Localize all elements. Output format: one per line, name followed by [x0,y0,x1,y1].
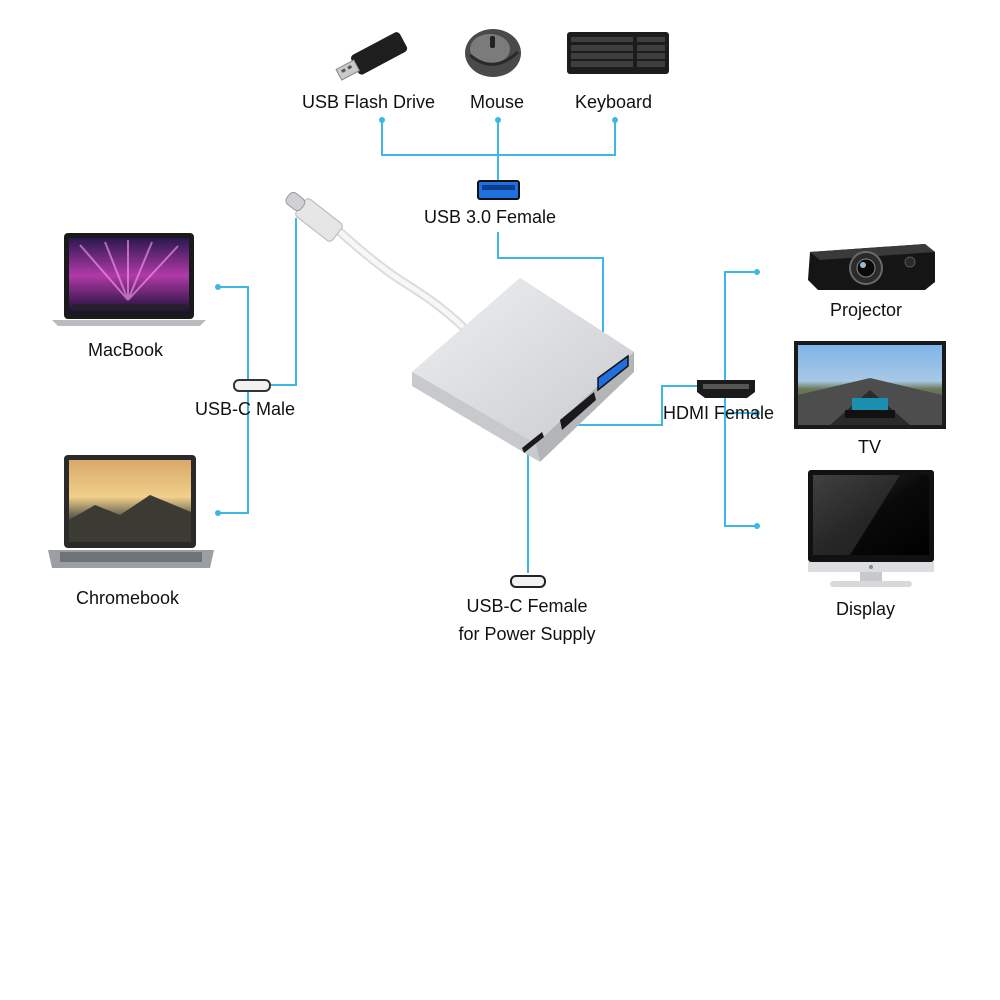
usb-flash-drive-label: USB Flash Drive [302,92,435,114]
usb3-female-label: USB 3.0 Female [424,207,556,229]
projector-icon [808,244,935,290]
usbc-male-to-cable-line [268,218,296,385]
keyboard-icon [567,32,669,74]
usbc-female-label-line2: for Power Supply [442,624,612,646]
tv-icon [794,341,946,429]
macbook-label: MacBook [88,340,163,362]
usb-flash-drive-icon [334,31,409,85]
usbc-female-label-line1: USB-C Female [452,596,602,618]
keyboard-label: Keyboard [575,92,652,114]
adapter-hub-icon [412,278,634,462]
hdmi-female-label: HDMI Female [663,403,774,425]
usb3-port-icon [478,181,519,199]
hdmi-port-icon [697,380,755,398]
macbook-icon [52,233,206,326]
usbc-male-label: USB-C Male [195,399,295,421]
display-label: Display [836,599,895,621]
chromebook-icon [48,455,214,568]
usbc-female-port-icon [511,576,545,587]
chromebook-label: Chromebook [76,588,179,610]
display-icon [808,470,934,587]
mouse-icon [465,29,521,77]
projector-label: Projector [830,300,902,322]
hdmi-bracket-line [725,272,757,526]
mouse-label: Mouse [470,92,524,114]
usbc-male-plug-icon [234,380,270,391]
tv-label: TV [858,437,881,459]
